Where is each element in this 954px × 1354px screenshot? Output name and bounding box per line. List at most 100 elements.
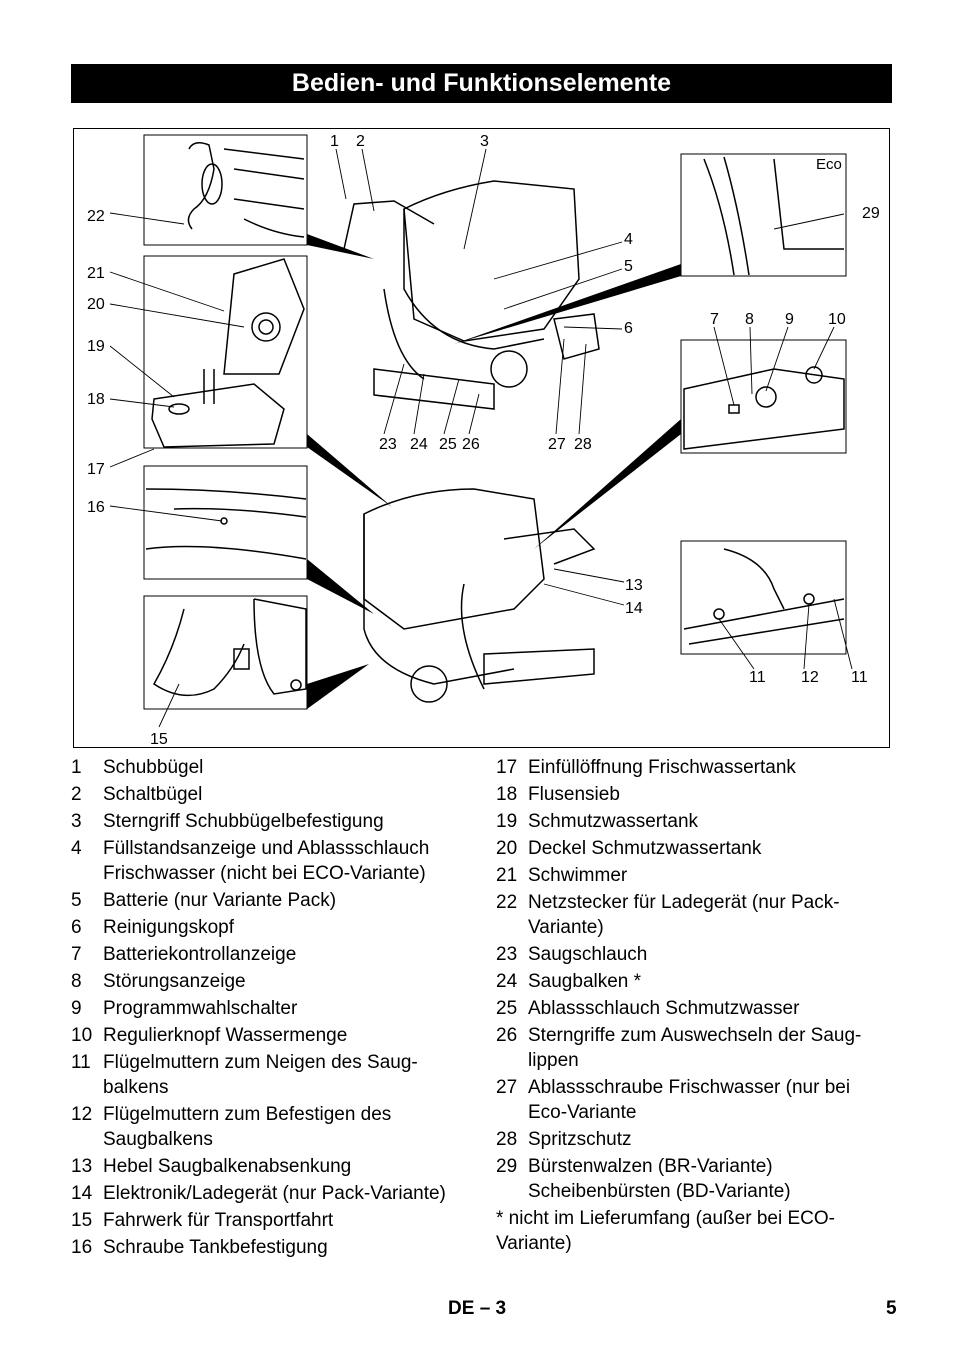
machine-diagram: 1 2 3 4 5 6 Eco 29 7 8 9 10 22 21 20 19 … xyxy=(73,128,890,748)
legend-text: Schwimmer xyxy=(528,865,628,886)
legend-item: 23 Saugschlauch xyxy=(496,942,892,967)
legend-text: Batteriekontrollanzeige xyxy=(103,944,297,965)
legend-text: Spritzschutz xyxy=(528,1129,632,1150)
legend-text: Flusensieb xyxy=(528,784,620,805)
legend-item: 21 Schwimmer xyxy=(496,863,892,888)
wedge-5 xyxy=(454,264,681,344)
legend-text: Sterngriffe zum Auswechseln der Saug-lip… xyxy=(528,1025,862,1071)
legend-number: 24 xyxy=(496,971,518,992)
legend-text: Saugbalken * xyxy=(528,971,642,992)
legend-text: Hebel Saugbalkenabsenkung xyxy=(103,1156,352,1177)
legend-item: 29 Bürstenwalzen (BR-Variante) Scheibenbü… xyxy=(496,1154,892,1204)
callout-29: 29 xyxy=(862,205,880,222)
plug-sketch xyxy=(187,142,305,238)
chassis-sketch xyxy=(153,598,307,697)
inset-squeegee xyxy=(680,540,847,655)
legend-item: 26 Sterngriffe zum Auswechseln der Saug-l… xyxy=(496,1023,892,1073)
callout-25: 25 xyxy=(439,436,457,453)
legend-number: 19 xyxy=(496,811,518,832)
callout-1: 1 xyxy=(330,133,339,150)
legend-number: 9 xyxy=(71,998,82,1019)
legend-text: Saugschlauch xyxy=(528,944,648,965)
legend-item: 24 Saugbalken * xyxy=(496,969,892,994)
inset-chassis xyxy=(143,595,308,710)
callout-18: 18 xyxy=(87,391,105,408)
callout-28: 28 xyxy=(574,436,592,453)
legend-item: 4 Füllstandsanzeige und Ablassschlauch Fr… xyxy=(71,836,471,886)
legend-number: 28 xyxy=(496,1129,518,1150)
inset-plug xyxy=(143,134,308,246)
legend-number: 20 xyxy=(496,838,518,859)
legend-text: Sterngriff Schubbügelbefestigung xyxy=(103,811,384,832)
legend-text: Ablassschraube Frischwasser (nur bei Eco… xyxy=(528,1077,851,1123)
legend-text: Bürstenwalzen (BR-Variante) Scheibenbürs… xyxy=(528,1156,791,1202)
legend-item: 28 Spritzschutz xyxy=(496,1127,892,1152)
legend-number: 4 xyxy=(71,838,82,859)
callout-7: 7 xyxy=(710,311,719,328)
legend-number: 15 xyxy=(71,1210,93,1231)
callout-20: 20 xyxy=(87,296,105,313)
page-number: 5 xyxy=(886,1298,897,1319)
legend-item: 9 Programmwahlschalter xyxy=(71,996,471,1021)
legend-text: Deckel Schmutzwassertank xyxy=(528,838,762,859)
legend-item: 27 Ablassschraube Frischwasser (nur bei E… xyxy=(496,1075,892,1125)
callout-24: 24 xyxy=(410,436,428,453)
footer-language: DE – 3 xyxy=(448,1298,506,1320)
legend-item: 20 Deckel Schmutzwassertank xyxy=(496,836,892,861)
legend-text: Programmwahlschalter xyxy=(103,998,298,1019)
legend-item: 3 Sterngriff Schubbügelbefestigung xyxy=(71,809,471,834)
legend-number: 3 xyxy=(71,811,82,832)
legend-item: 7 Batteriekontrollanzeige xyxy=(71,942,471,967)
wedge-3 xyxy=(307,559,374,614)
legend-number: 12 xyxy=(71,1104,93,1125)
legend-item: 16 Schraube Tankbefestigung xyxy=(71,1235,471,1260)
callout-8: 8 xyxy=(745,311,754,328)
page-title: Bedien- und Funktionselemente xyxy=(71,64,892,103)
footer-subpage: – 3 xyxy=(479,1298,507,1319)
legend-text: Schubbügel xyxy=(103,757,204,778)
callout-23: 23 xyxy=(379,436,397,453)
legend-number: 21 xyxy=(496,865,518,886)
callout-5: 5 xyxy=(624,258,633,275)
legend-number: 23 xyxy=(496,944,518,965)
machine-top-sketch xyxy=(343,180,600,410)
legend-text: Ablassschlauch Schmutzwasser xyxy=(528,998,800,1019)
legend-item: 2 Schaltbügel xyxy=(71,782,471,807)
legend-number: 2 xyxy=(71,784,82,805)
wedge-6 xyxy=(534,419,681,549)
legend-text: Flügelmuttern zum Befestigen des Saugbal… xyxy=(103,1104,392,1150)
legend-number: 16 xyxy=(71,1237,93,1258)
callout-26: 26 xyxy=(462,436,480,453)
inset-dirty-tank xyxy=(143,255,308,449)
legend-number: 6 xyxy=(71,917,82,938)
legend-text: Schaltbügel xyxy=(103,784,203,805)
legend-number: 7 xyxy=(71,944,82,965)
legend-text: Regulierknopf Wassermenge xyxy=(103,1025,348,1046)
wedge-1 xyxy=(307,234,374,259)
legend-number: 29 xyxy=(496,1156,518,1177)
tank-screw-sketch xyxy=(145,488,307,560)
callout-17: 17 xyxy=(87,461,105,478)
callout-11-left: 11 xyxy=(749,669,766,686)
legend-text: Schraube Tankbefestigung xyxy=(103,1237,328,1258)
legend-number: 26 xyxy=(496,1025,518,1046)
inset-tank-screw xyxy=(143,465,308,580)
legend-text: Batterie (nur Variante Pack) xyxy=(103,890,337,911)
legend-text: Störungsanzeige xyxy=(103,971,246,992)
legend-text: Füllstandsanzeige und Ablassschlauch Fri… xyxy=(103,838,430,884)
legend-number: 14 xyxy=(71,1183,93,1204)
legend-number: 5 xyxy=(71,890,82,911)
legend-number: 27 xyxy=(496,1077,518,1098)
legend-text: Netzstecker für Ladegerät (nur Pack-Vari… xyxy=(528,892,840,938)
callout-4: 4 xyxy=(624,231,633,248)
inset-control-panel xyxy=(680,339,847,454)
callout-14: 14 xyxy=(625,600,643,617)
callout-12: 12 xyxy=(801,669,819,686)
callout-3: 3 xyxy=(480,133,489,150)
callout-2: 2 xyxy=(356,133,365,150)
